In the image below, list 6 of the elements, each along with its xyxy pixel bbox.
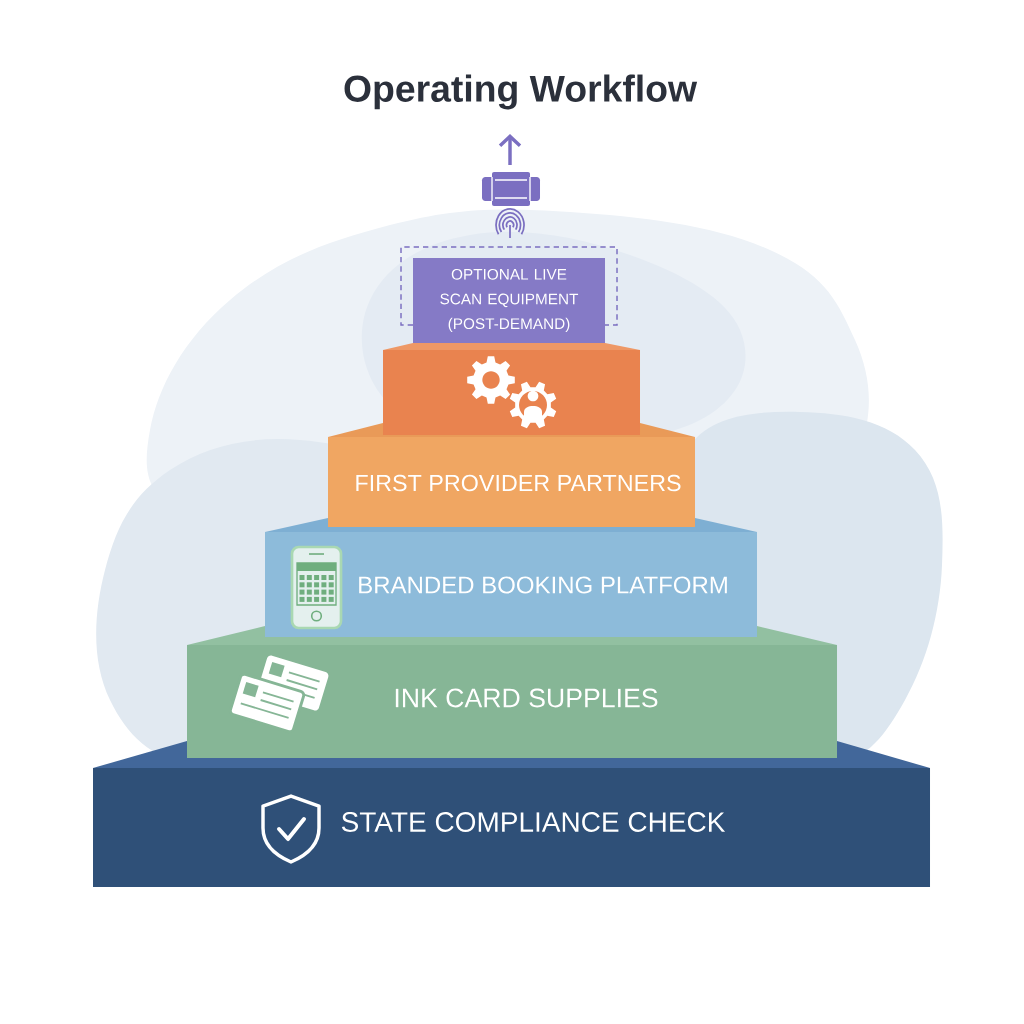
pyramid-tier: FIRST PROVIDER PARTNERS xyxy=(328,423,695,527)
pyramid-tier: INK CARD SUPPLIES xyxy=(187,626,837,758)
tier-box: OPTIONAL LIVE SCAN EQUIPMENT (POST-DEMAND) xyxy=(400,246,618,343)
title: Operating Workflow xyxy=(344,74,698,110)
pyramid-tier: BRANDED BOOKING PLATFORM xyxy=(265,518,757,637)
pyramid-tier: STATE COMPLIANCE CHECK xyxy=(93,741,930,887)
